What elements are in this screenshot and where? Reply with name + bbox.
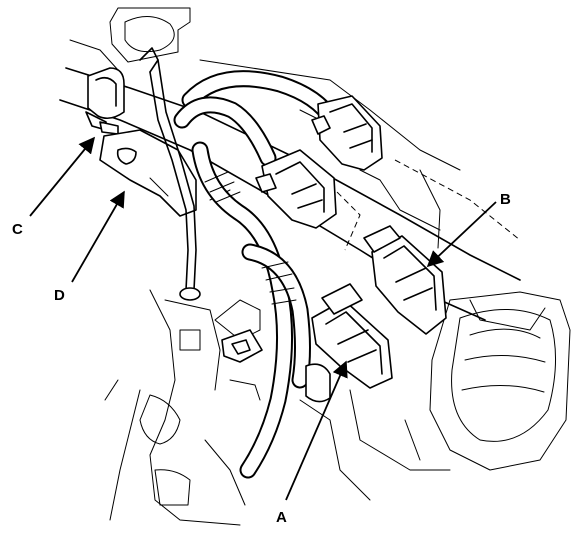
leader-arrow-b [426,201,497,268]
harness-clip [221,329,331,403]
callout-label-d: D [54,287,65,304]
bracket-d [99,129,197,217]
leader-arrow-c [29,136,96,217]
callout-label-c: C [12,221,23,238]
connector-b [363,225,447,335]
leader-arrow-a [285,360,348,501]
wiring-harness [173,70,341,479]
callout-label-b: B [500,191,511,208]
leader-arrow-d [71,190,125,283]
callout-label-a: A [276,509,287,526]
connector-a [311,283,393,389]
engine-block-outline [69,7,571,501]
upper-connector-2 [255,149,337,229]
upper-connector-1 [311,95,383,171]
pipe-clamp-c [85,67,125,135]
dipstick-tube [139,47,201,301]
lower-casting [104,289,261,526]
